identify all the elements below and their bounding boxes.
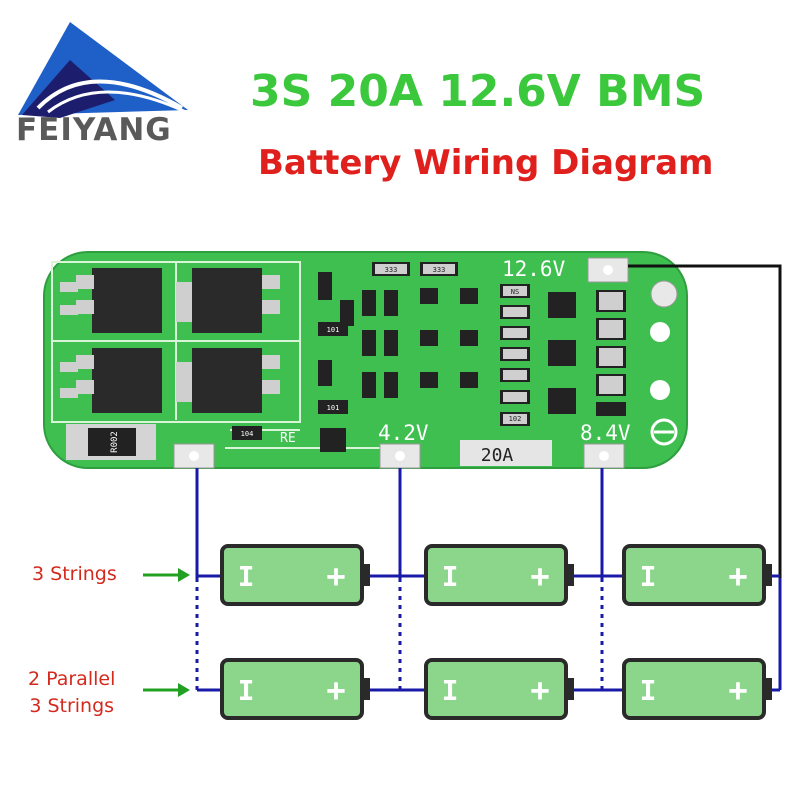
battery-negative-mark: I xyxy=(442,560,459,593)
board-label-re: RE xyxy=(280,431,296,446)
battery-cells: I+I+I+I+I+I+ xyxy=(220,544,772,720)
battery-positive-mark: + xyxy=(326,557,345,595)
pcb-pads xyxy=(173,257,678,469)
battery-positive-mark: + xyxy=(728,671,747,709)
board-label-8v4: 8.4V xyxy=(580,421,631,445)
resistor-mark-4: 101 xyxy=(327,404,340,412)
board-label-12v6: 12.6V xyxy=(502,257,566,281)
cap-mark: NS xyxy=(511,288,519,296)
battery-cell: I+ xyxy=(220,544,370,606)
wiring xyxy=(195,264,782,692)
label-parallel-line1: 2 Parallel xyxy=(28,668,116,690)
battery-positive-mark: + xyxy=(530,671,549,709)
inductor-mark: R002 xyxy=(110,431,120,453)
brand-logo-text: FEIYANG xyxy=(16,112,172,148)
label-parallel-strings: 2 Parallel 3 Strings xyxy=(28,666,115,720)
battery-negative-mark: I xyxy=(238,560,255,593)
battery-negative-mark: I xyxy=(640,560,657,593)
resistor-mark-5: 104 xyxy=(241,430,254,438)
battery-positive-mark: + xyxy=(530,557,549,595)
battery-cell: I+ xyxy=(220,658,370,720)
battery-negative-mark: I xyxy=(238,674,255,707)
battery-positive-mark: + xyxy=(728,557,747,595)
label-parallel-line2: 3 Strings xyxy=(29,695,115,717)
parallel-arrow xyxy=(143,683,190,697)
mosfet-group xyxy=(60,268,280,413)
label-series-text: 3 Strings xyxy=(32,563,117,585)
board-label-4v2: 4.2V xyxy=(378,421,429,445)
resistor-mark-1: 333 xyxy=(385,266,398,274)
battery-negative-mark: I xyxy=(442,674,459,707)
battery-cell: I+ xyxy=(424,544,574,606)
resistor-mark-6: 102 xyxy=(509,415,522,423)
feiyang-logo xyxy=(18,22,188,118)
bms-pcb-board: R002 xyxy=(43,251,688,469)
battery-negative-mark: I xyxy=(640,674,657,707)
resistor-mark-3: 101 xyxy=(327,326,340,334)
battery-positive-mark: + xyxy=(326,671,345,709)
page-subtitle: Battery Wiring Diagram xyxy=(258,143,714,183)
battery-cell: I+ xyxy=(622,544,772,606)
battery-cell: I+ xyxy=(424,658,574,720)
series-arrow xyxy=(143,568,190,582)
label-series-strings: 3 Strings xyxy=(32,561,117,588)
battery-cell: I+ xyxy=(622,658,772,720)
page-title: 3S 20A 12.6V BMS xyxy=(250,66,706,117)
resistor-mark-2: 333 xyxy=(433,266,446,274)
current-rating-label: 20A xyxy=(481,445,514,466)
